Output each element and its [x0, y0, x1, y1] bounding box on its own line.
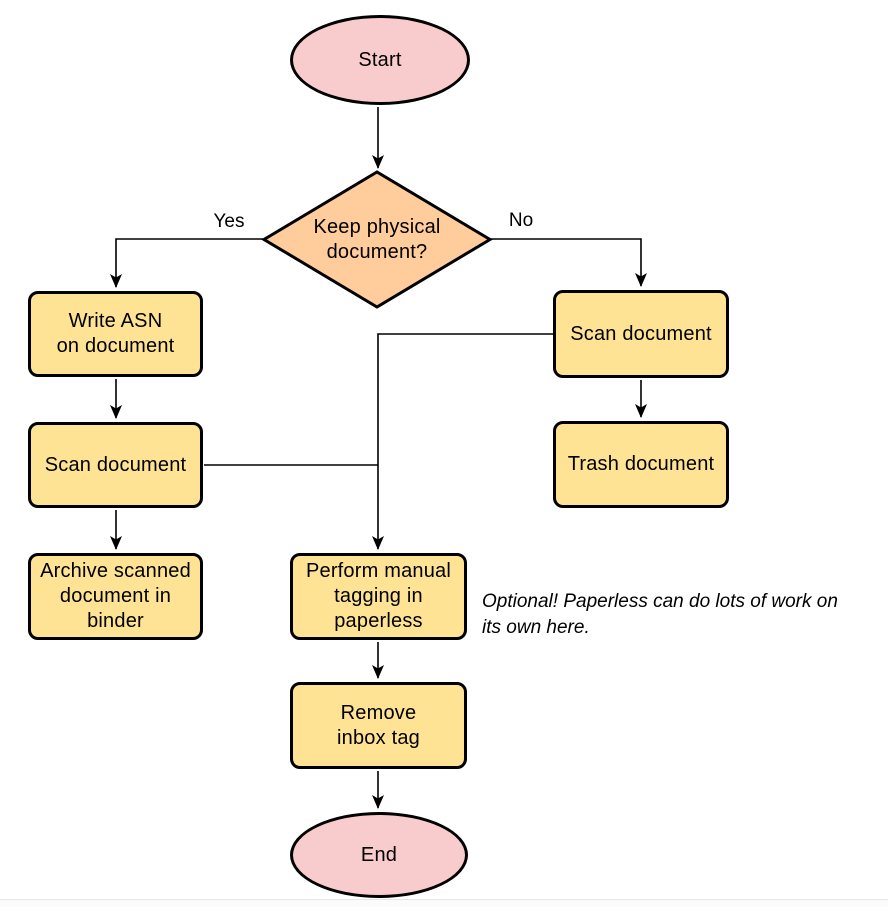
node-perform-tagging-label: Perform manual tagging in paperless — [305, 560, 452, 632]
decision-diamond-shape — [261, 170, 493, 309]
node-remove-inbox-tag: Remove inbox tag — [290, 682, 467, 769]
annotation-optional-paperless: Optional! Paperless can do lots of work … — [482, 591, 838, 638]
node-end-label: End — [360, 843, 398, 866]
edge-decision-no-to-scan-right — [490, 238, 647, 287]
edge-label-no: No — [505, 210, 537, 232]
node-archive-binder-label: Archive scanned document in binder — [40, 560, 191, 632]
edge-scan-right-to-perform-tagging — [372, 333, 553, 550]
node-trash-document: Trash document — [553, 421, 729, 508]
page-bottom-edge — [0, 899, 888, 907]
node-decision-keep-physical: Keep physical document? — [261, 169, 493, 310]
edge-decision-yes-to-write-asn — [110, 238, 264, 288]
edge-label-yes: Yes — [210, 211, 248, 233]
node-write-asn: Write ASN on document — [28, 291, 203, 377]
node-start: Start — [290, 15, 470, 105]
node-scan-document-left: Scan document — [28, 422, 203, 508]
node-archive-binder: Archive scanned document in binder — [28, 553, 203, 640]
node-end: End — [290, 812, 468, 898]
node-scan-document-right: Scan document — [553, 290, 729, 378]
node-trash-document-label: Trash document — [567, 453, 715, 475]
node-start-label: Start — [358, 48, 402, 71]
node-remove-inbox-tag-label: Remove inbox tag — [337, 701, 420, 749]
node-scan-document-right-label: Scan document — [570, 322, 712, 345]
node-decision-label: Keep physical document? — [313, 215, 441, 263]
node-scan-document-left-label: Scan document — [44, 453, 187, 476]
node-write-asn-label: Write ASN on document — [56, 310, 175, 357]
node-perform-tagging: Perform manual tagging in paperless — [290, 553, 467, 640]
